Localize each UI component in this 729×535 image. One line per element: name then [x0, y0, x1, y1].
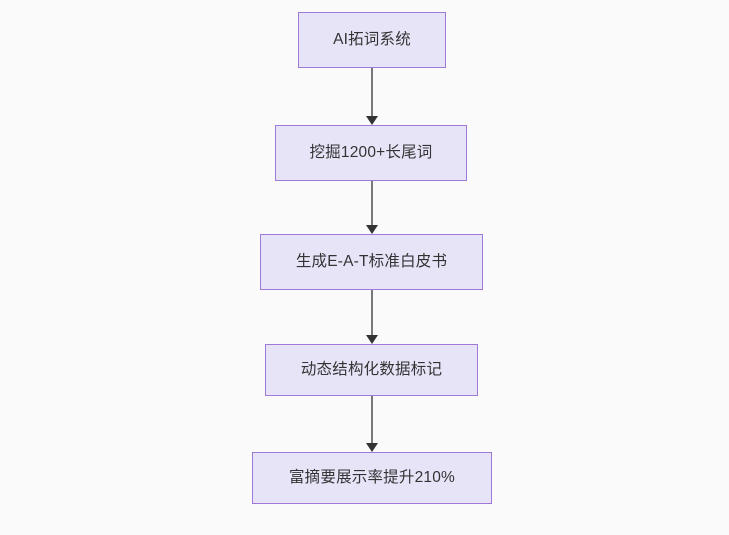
edge-line [371, 290, 374, 336]
flowchart-node-label: 生成E-A-T标准白皮书 [295, 252, 448, 270]
flowchart-node-n2[interactable]: 挖掘1200+长尾词 [275, 125, 467, 181]
edge-line [371, 396, 374, 444]
arrow-down-icon [365, 116, 378, 125]
flowchart-node-n3[interactable]: 生成E-A-T标准白皮书 [260, 234, 483, 290]
flowchart-edge-n4-n5 [365, 396, 378, 452]
flowchart-node-n5[interactable]: 富摘要展示率提升210% [252, 452, 492, 504]
flowchart-edge-n3-n4 [365, 290, 378, 344]
flowchart-node-label: 动态结构化数据标记 [300, 360, 443, 378]
flowchart-edge-n2-n3 [365, 181, 378, 234]
edge-line [371, 68, 374, 117]
arrow-down-icon [365, 225, 378, 234]
flowchart-node-label: AI拓词系统 [333, 30, 411, 48]
arrow-down-icon [365, 443, 378, 452]
flowchart-node-n1[interactable]: AI拓词系统 [298, 12, 446, 68]
flowchart-edge-n1-n2 [365, 68, 378, 125]
flowchart-node-label: 挖掘1200+长尾词 [309, 143, 433, 161]
flowchart-node-n4[interactable]: 动态结构化数据标记 [265, 344, 478, 396]
flowchart-node-label: 富摘要展示率提升210% [288, 468, 456, 486]
arrow-down-icon [365, 335, 378, 344]
edge-line [371, 181, 374, 226]
